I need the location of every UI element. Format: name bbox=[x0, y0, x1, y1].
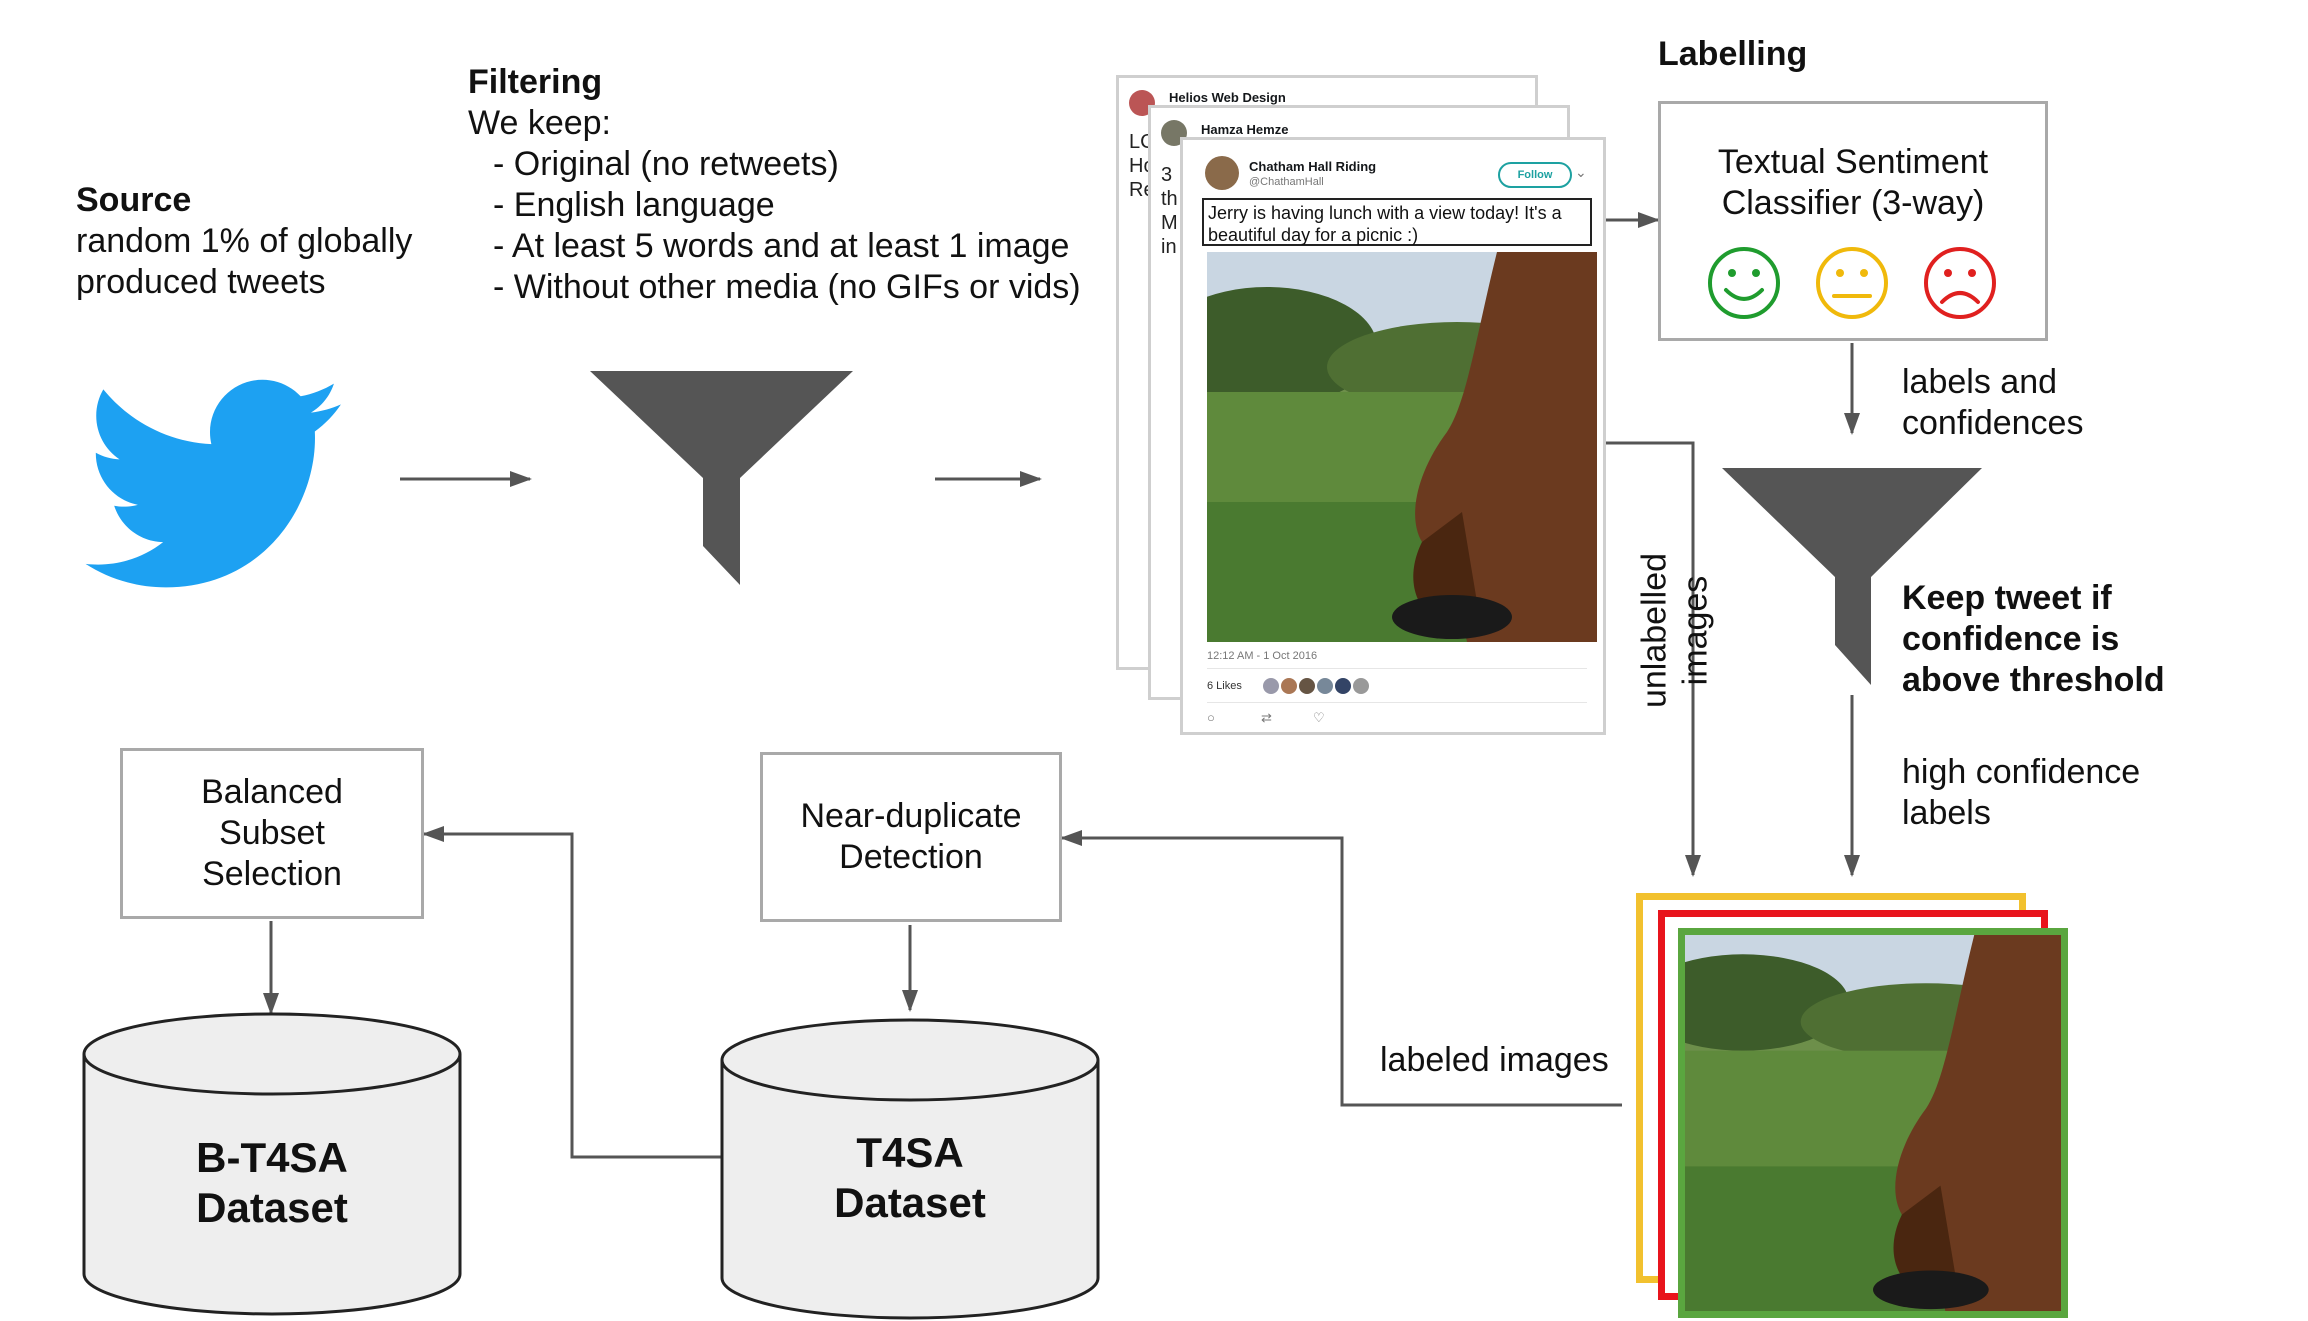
tweet-username: Chatham Hall Riding bbox=[1249, 159, 1377, 174]
high-confidence-line2: labels bbox=[1902, 794, 1991, 832]
bt4sa-dataset-label: B-T4SA Dataset bbox=[196, 1134, 348, 1231]
bt4sa-database-icon bbox=[82, 1012, 462, 1316]
high-confidence-line1: high confidence bbox=[1902, 753, 2141, 791]
filtering-item: - Original (no retweets) bbox=[493, 145, 839, 183]
labeled-image-frame-green bbox=[1678, 928, 2068, 1318]
keep-funnel-icon bbox=[1722, 468, 1982, 685]
balanced-subset-selection-box: Balanced Subset Selection bbox=[120, 748, 424, 919]
like-icon[interactable]: ♡ bbox=[1313, 710, 1325, 725]
tweet-text-fragment: th bbox=[1161, 188, 1178, 210]
near-duplicate-detection-box: Near-duplicate Detection bbox=[760, 752, 1062, 922]
classifier-label-line2: Classifier (3-way) bbox=[1721, 184, 1985, 222]
arrow-unlabelled-images bbox=[1590, 441, 1701, 877]
filtering-title: Filtering bbox=[468, 63, 603, 101]
labels-confidences-line1: labels and bbox=[1902, 363, 2058, 401]
filter-funnel-icon bbox=[590, 371, 853, 585]
tweet-text-fragment: M bbox=[1161, 212, 1178, 234]
tweet-text-fragment: 3 bbox=[1161, 164, 1173, 186]
chevron-down-icon[interactable]: ⌄ bbox=[1575, 164, 1587, 180]
filtering-item: - At least 5 words and at least 1 image bbox=[493, 227, 1070, 265]
filtering-intro: We keep: bbox=[468, 104, 612, 142]
filtering-item: - English language bbox=[493, 186, 775, 224]
keep-rule-line2: confidence is bbox=[1902, 620, 2120, 658]
tweet-likes: 6 Likes bbox=[1207, 680, 1242, 692]
sentiment-faces bbox=[1708, 247, 1996, 319]
horse-photo bbox=[1207, 252, 1597, 642]
classifier-label-line1: Textual Sentiment bbox=[1717, 143, 1989, 181]
arrow-t4sa-to-balanced bbox=[422, 826, 722, 1159]
keep-rule-line1: Keep tweet if bbox=[1902, 579, 2112, 617]
t4sa-dataset-label: T4SA Dataset bbox=[834, 1129, 986, 1226]
sentiment-classifier-box: Textual Sentiment Classifier (3-way) bbox=[1658, 101, 2048, 341]
tweet-text-fragment: in bbox=[1161, 236, 1177, 258]
balanced-subset-selection-label: Balanced Subset Selection bbox=[201, 773, 343, 893]
tweet-username: Helios Web Design bbox=[1169, 90, 1286, 105]
horse-photo-labeled bbox=[1685, 935, 2061, 1311]
tweet-username: Hamza Hemze bbox=[1201, 122, 1289, 137]
liker-avatars bbox=[1263, 678, 1373, 696]
avatar bbox=[1205, 156, 1239, 190]
source-desc-line2: produced tweets bbox=[76, 263, 326, 301]
labels-confidences-line2: confidences bbox=[1902, 404, 2084, 442]
happy-face-icon bbox=[1708, 247, 1780, 319]
arrow-labeled-to-neardup bbox=[1060, 830, 1622, 1107]
divider bbox=[1207, 668, 1587, 669]
tweet-card-front: Chatham Hall Riding @ChathamHall Follow … bbox=[1180, 137, 1606, 735]
neutral-face-icon bbox=[1816, 247, 1888, 319]
tweet-timestamp: 12:12 AM - 1 Oct 2016 bbox=[1207, 650, 1318, 662]
sad-face-icon bbox=[1924, 247, 1996, 319]
tweet-text: Jerry is having lunch with a view today!… bbox=[1202, 198, 1592, 246]
filtering-item: - Without other media (no GIFs or vids) bbox=[493, 268, 1081, 306]
tweet-handle: @ChathamHall bbox=[1249, 176, 1324, 188]
follow-button[interactable]: Follow bbox=[1498, 162, 1572, 188]
reply-icon[interactable]: ○ bbox=[1207, 710, 1215, 725]
labelling-title: Labelling bbox=[1658, 35, 1808, 73]
divider bbox=[1207, 702, 1587, 703]
retweet-icon[interactable]: ⇄ bbox=[1261, 710, 1272, 725]
unlabelled-images-label: unlabelled images bbox=[1635, 552, 1715, 709]
keep-rule-line3: above threshold bbox=[1902, 661, 2165, 699]
source-title: Source bbox=[76, 181, 192, 219]
source-desc-line1: random 1% of globally bbox=[76, 222, 413, 260]
t4sa-database-icon bbox=[720, 1018, 1100, 1320]
labeled-images-label: labeled images bbox=[1380, 1041, 1609, 1079]
near-duplicate-detection-label: Near-duplicate Detection bbox=[800, 797, 1022, 876]
twitter-bird-icon bbox=[85, 379, 341, 588]
